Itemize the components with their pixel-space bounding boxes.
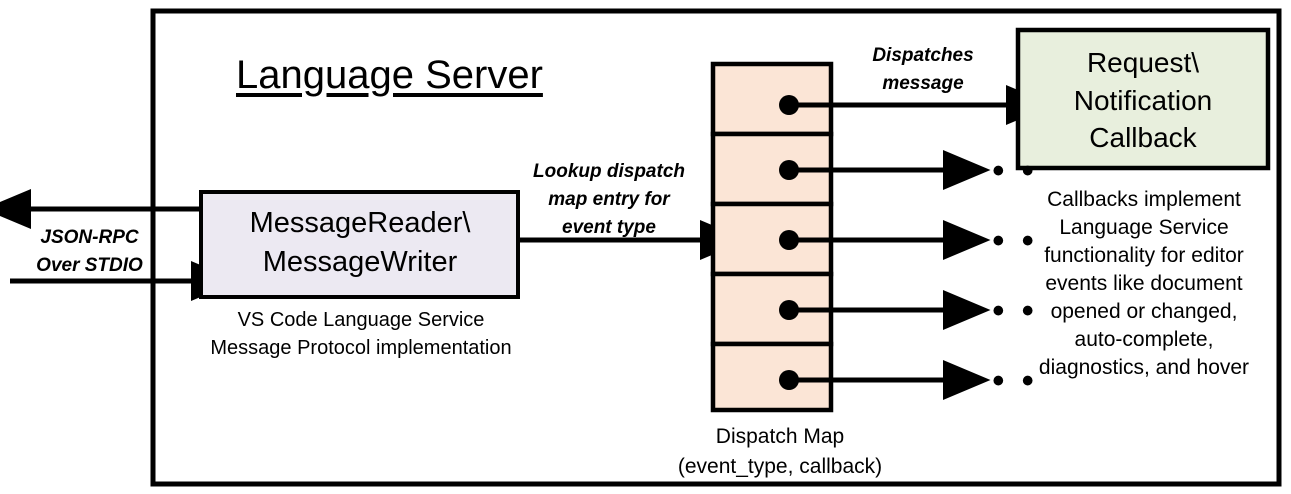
callbacks-description-line-1: Language Service: [1059, 215, 1229, 239]
dispatch-ellipsis-2: • • •: [963, 222, 1038, 260]
json-rpc-line-1: JSON-RPC: [40, 227, 139, 248]
message-reader-writer-box: [199, 190, 520, 299]
callbacks-description-line-3: events like document: [1045, 271, 1243, 295]
callbacks-description-line-4: opened or changed,: [1050, 299, 1238, 323]
callbacks-description-line-6: diagnostics, and hover: [1038, 355, 1250, 379]
message-reader-line: MessageReader\: [249, 207, 471, 239]
callbacks-description-line-0: Callbacks implement: [1047, 188, 1241, 211]
json-rpc-transport-label: JSON-RPC Over STDIO: [22, 224, 157, 279]
page-title: Language Server: [236, 53, 543, 97]
dispatches-label-line-1: Dispatches: [872, 45, 974, 66]
message-writer-line: MessageWriter: [262, 245, 458, 278]
callbacks-description-line-5: auto-complete,: [1074, 327, 1214, 351]
callback-label-line-1: Request\: [1086, 47, 1200, 78]
lookup-label-line-2: map entry for: [548, 189, 670, 211]
callbacks-description-line-2: functionality for editor: [1044, 243, 1244, 267]
dispatch-ellipsis-1: • • •: [963, 152, 1038, 190]
message-reader-writer-label: MessageReader\ MessageWriter: [201, 204, 519, 282]
lookup-dispatch-label: Lookup dispatch map entry for event type: [515, 158, 703, 242]
request-notification-callback-box: [1015, 27, 1271, 171]
message-box-caption-line-1: VS Code Language Service: [237, 309, 485, 331]
dispatch-map-cell-4: [710, 341, 834, 413]
callback-label-line-2: Notification: [1073, 84, 1213, 116]
dispatch-map-caption-line-1: Dispatch Map: [715, 425, 845, 448]
callback-label-line-3: Callback: [1089, 122, 1197, 154]
lookup-label-line-3: event type: [562, 217, 656, 239]
dispatch-map-caption-line-2: (event_type, callback): [677, 454, 883, 478]
dispatch-map-cell-0: [710, 61, 834, 137]
language-server-boundary: [150, 8, 1282, 487]
dispatch-map-caption: Dispatch Map (event_type, callback): [645, 422, 915, 482]
dispatches-message-label: Dispatches message: [838, 42, 1008, 98]
json-rpc-line-2: Over STDIO: [36, 254, 143, 276]
lookup-label-line-1: Lookup dispatch: [533, 161, 685, 182]
dispatch-ellipsis-3: • • •: [963, 292, 1038, 330]
message-box-caption-line-2: Message Protocol implementation: [210, 336, 512, 359]
dispatch-ellipsis-4: • • •: [963, 362, 1038, 400]
dispatches-label-line-2: message: [882, 73, 964, 95]
